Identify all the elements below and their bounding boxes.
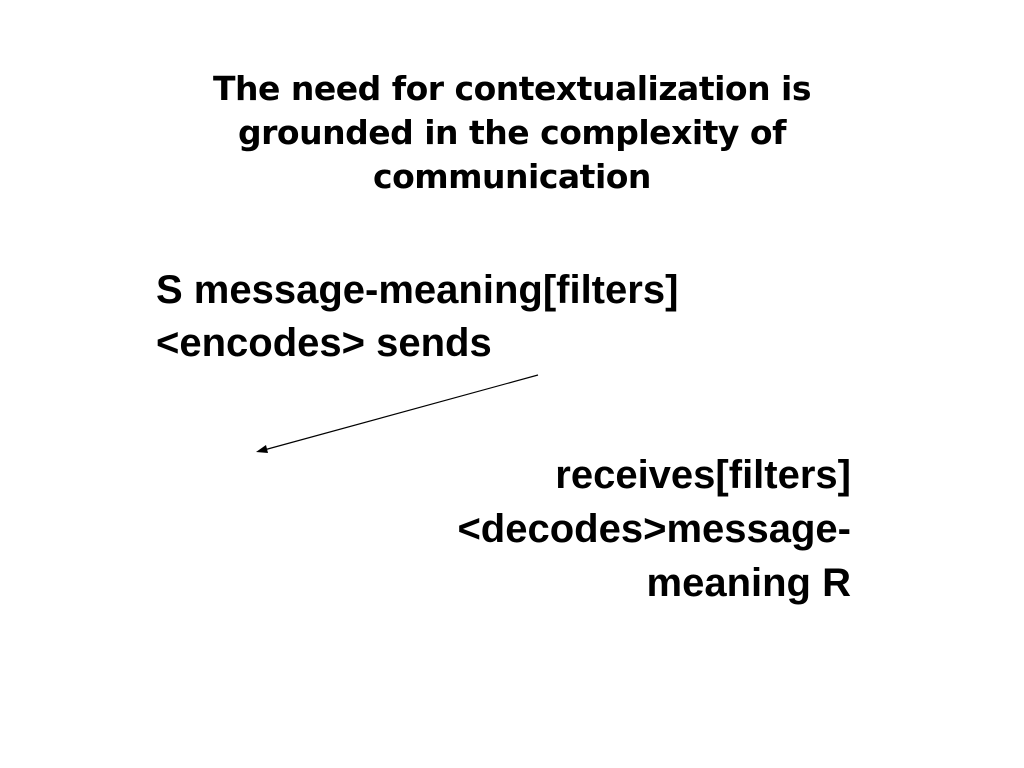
sender-line: <encodes> sends xyxy=(156,321,492,365)
receiver-line: receives[filters] xyxy=(555,453,851,497)
sender-text-block: S message-meaning[filters] <encodes> sen… xyxy=(156,264,876,370)
sender-line: S message-meaning[filters] xyxy=(156,268,679,312)
receiver-text-block: receives[filters] <decodes>message- mean… xyxy=(250,448,851,610)
title-line: communication xyxy=(373,157,651,196)
receiver-line: <decodes>message- xyxy=(457,507,851,551)
title-line: The need for contextualization is xyxy=(212,69,812,108)
receiver-line: meaning R xyxy=(646,561,851,605)
arrow-shaft xyxy=(263,374,539,451)
slide-title: The need for contextualization is ground… xyxy=(112,67,912,199)
title-line: grounded in the complexity of xyxy=(238,113,786,152)
